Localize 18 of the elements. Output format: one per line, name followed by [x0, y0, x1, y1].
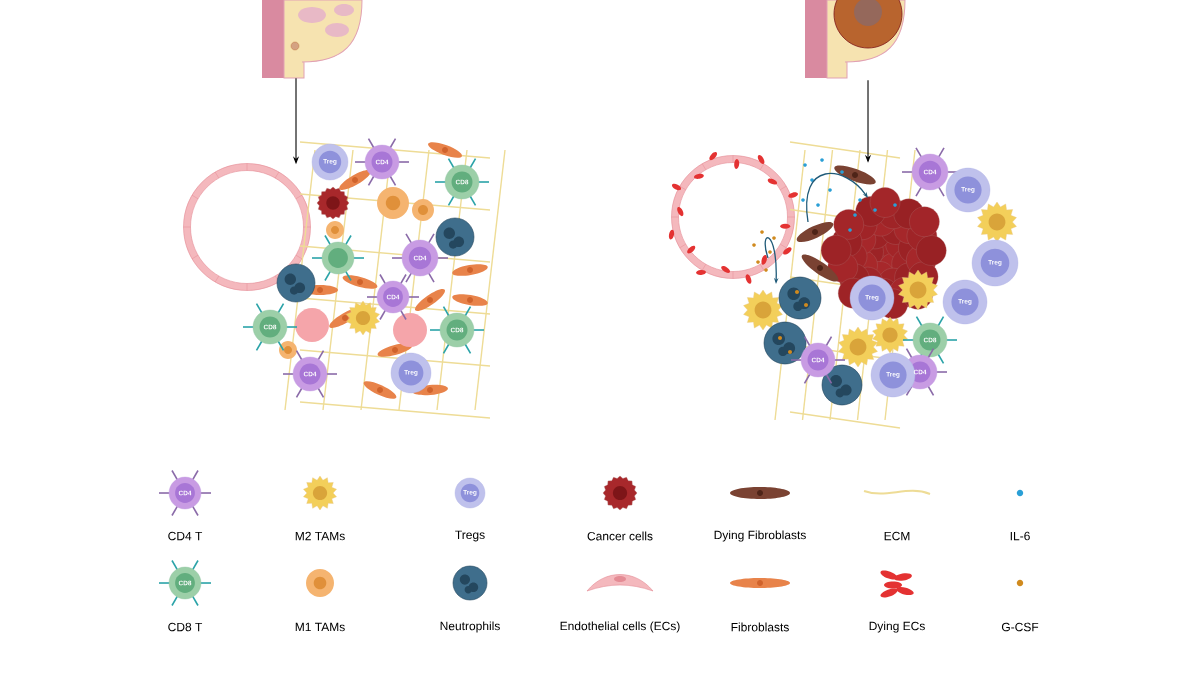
legend-label: Dying ECs [869, 621, 925, 633]
legend-label: CD8 T [168, 622, 203, 632]
legend-label: ECM [884, 531, 910, 541]
breast-drawing [805, 0, 906, 79]
legend-label: Dying Fibroblasts [714, 530, 806, 542]
legend-label: Fibroblasts [731, 622, 789, 632]
legend-label: G-CSF [1001, 622, 1039, 632]
tumor-microenvironment-drawing [183, 137, 506, 419]
legend-label: CD4 T [168, 531, 203, 541]
legend-label: M2 TAMs [295, 531, 345, 541]
legend-label: Neutrophils [440, 621, 500, 633]
tumor-microenvironment-drawing [668, 141, 1019, 429]
legend-label: Cancer cells [587, 531, 653, 541]
legend-label: Tregs [455, 530, 485, 542]
breast-drawing [262, 0, 363, 79]
legend-label: M1 TAMs [295, 622, 345, 632]
legend-label: IL-6 [1010, 531, 1030, 541]
legend-label: Endothelial cells (ECs) [560, 621, 680, 633]
